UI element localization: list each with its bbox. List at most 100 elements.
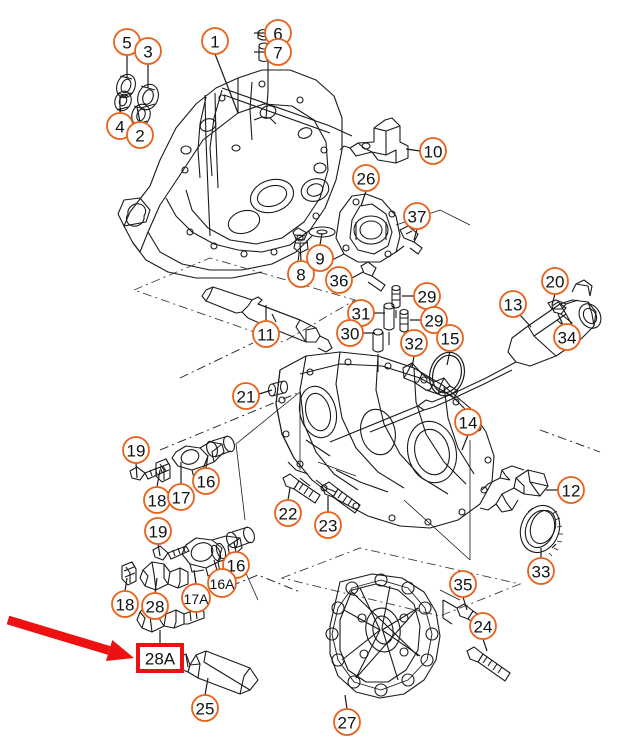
callout-11[interactable]: 11 — [252, 305, 280, 348]
callout-circle[interactable] — [333, 708, 361, 736]
callout-circle[interactable] — [403, 202, 431, 230]
callout-35[interactable]: 35 — [449, 570, 477, 611]
callout-label: 14 — [459, 414, 478, 433]
callout-14[interactable]: 14 — [454, 408, 482, 451]
part-18-bush-lower — [121, 561, 137, 586]
callout-label: 27 — [338, 714, 357, 733]
callout-circle[interactable] — [325, 266, 353, 294]
callout-24[interactable]: 24 — [469, 612, 497, 652]
callout-circle[interactable] — [287, 260, 315, 288]
part-24-bolt — [466, 646, 511, 682]
callout-23[interactable]: 23 — [314, 496, 342, 539]
callout-label: 22 — [279, 505, 298, 524]
callout-18[interactable]: 18 — [111, 577, 139, 618]
callout-circle[interactable] — [306, 244, 334, 272]
callout-circle[interactable] — [252, 320, 280, 348]
callout-29[interactable]: 29 — [402, 282, 441, 310]
callout-leader-line — [557, 313, 564, 326]
callout-20[interactable]: 20 — [541, 267, 569, 306]
callout-circle[interactable] — [352, 164, 380, 192]
callout-label: 9 — [315, 250, 324, 269]
callout-leader-line — [413, 228, 418, 241]
callout-32[interactable]: 32 — [400, 329, 428, 369]
callout-label: 28 — [146, 598, 165, 617]
part-23-bolt — [321, 481, 361, 514]
callout-label: 16 — [197, 473, 216, 492]
part-15-o-ring — [428, 351, 466, 397]
callout-circle[interactable] — [499, 290, 527, 318]
callout-25[interactable]: 25 — [191, 677, 219, 722]
callout-circle[interactable] — [527, 557, 555, 585]
callout-9[interactable]: 9 — [306, 232, 334, 272]
callout-7[interactable]: 7 — [254, 38, 292, 66]
callout-circle[interactable] — [264, 38, 292, 66]
callout-36[interactable]: 36 — [325, 266, 364, 294]
callout-34[interactable]: 34 — [553, 313, 581, 351]
callout-circle[interactable] — [144, 517, 172, 545]
callout-30[interactable]: 30 — [336, 319, 375, 347]
callout-27[interactable]: 27 — [333, 694, 361, 736]
callout-17a[interactable]: 17A — [181, 569, 211, 613]
callout-12[interactable]: 12 — [546, 476, 585, 504]
callout-leader-line — [351, 271, 364, 279]
callout-18[interactable]: 18 — [143, 469, 171, 514]
callout-circle[interactable] — [314, 511, 342, 539]
callout-17[interactable]: 17 — [167, 462, 195, 511]
callout-circle[interactable] — [553, 323, 581, 351]
callout-label: 25 — [196, 700, 215, 719]
callout-circle[interactable] — [449, 570, 477, 598]
callout-label: 26 — [357, 170, 376, 189]
part-16-bush-lower — [226, 526, 255, 549]
callout-29[interactable]: 29 — [410, 306, 448, 334]
callout-28[interactable]: 28 — [141, 577, 169, 620]
part-16-bush-upper — [206, 435, 235, 458]
callout-circle[interactable] — [419, 137, 447, 165]
callout-circle[interactable] — [454, 408, 482, 436]
callout-10[interactable]: 10 — [405, 137, 447, 165]
part-1-clutch-housing — [117, 58, 353, 279]
callout-16[interactable]: 16 — [192, 454, 220, 495]
callout-13[interactable]: 13 — [499, 290, 532, 328]
callout-circle[interactable] — [557, 476, 585, 504]
callout-circle[interactable] — [126, 121, 154, 149]
callout-15[interactable]: 15 — [436, 324, 464, 366]
callout-circle[interactable] — [274, 499, 302, 527]
callout-circle[interactable] — [207, 568, 237, 598]
callout-37[interactable]: 37 — [403, 202, 431, 241]
callout-8[interactable]: 8 — [287, 242, 315, 288]
callout-circle[interactable] — [436, 324, 464, 352]
callout-2[interactable]: 2 — [126, 106, 154, 149]
callout-16a[interactable]: 16A — [207, 559, 237, 598]
callout-31[interactable]: 31 — [347, 299, 385, 327]
callout-circle[interactable] — [122, 436, 150, 464]
callout-circle[interactable] — [181, 583, 211, 613]
callout-circle[interactable] — [192, 467, 220, 495]
highlight-box[interactable] — [136, 643, 184, 673]
callout-circle[interactable] — [201, 27, 229, 55]
callout-22[interactable]: 22 — [274, 487, 302, 527]
callout-circle[interactable] — [541, 267, 569, 295]
callout-21[interactable]: 21 — [232, 382, 273, 410]
callout-label: 17 — [172, 489, 191, 508]
callout-19[interactable]: 19 — [122, 436, 150, 479]
callout-leader-line — [360, 190, 367, 207]
callout-3[interactable]: 3 — [134, 37, 162, 88]
callout-circle[interactable] — [141, 592, 169, 620]
callout-label: 6 — [273, 25, 282, 44]
callout-circle[interactable] — [336, 319, 364, 347]
callout-circle[interactable] — [191, 694, 219, 722]
callout-33[interactable]: 33 — [527, 548, 555, 585]
callout-19[interactable]: 19 — [144, 517, 172, 557]
callout-circle[interactable] — [469, 612, 497, 640]
callout-circle[interactable] — [420, 306, 448, 334]
callout-circle[interactable] — [232, 382, 260, 410]
callout-circle[interactable] — [111, 590, 139, 618]
callout-circle[interactable] — [400, 329, 428, 357]
callout-circle[interactable] — [167, 483, 195, 511]
callout-label: 5 — [122, 34, 131, 53]
callout-26[interactable]: 26 — [352, 164, 380, 207]
callout-label: 24 — [474, 618, 493, 637]
callout-circle[interactable] — [134, 37, 162, 65]
callout-1[interactable]: 1 — [201, 27, 239, 114]
